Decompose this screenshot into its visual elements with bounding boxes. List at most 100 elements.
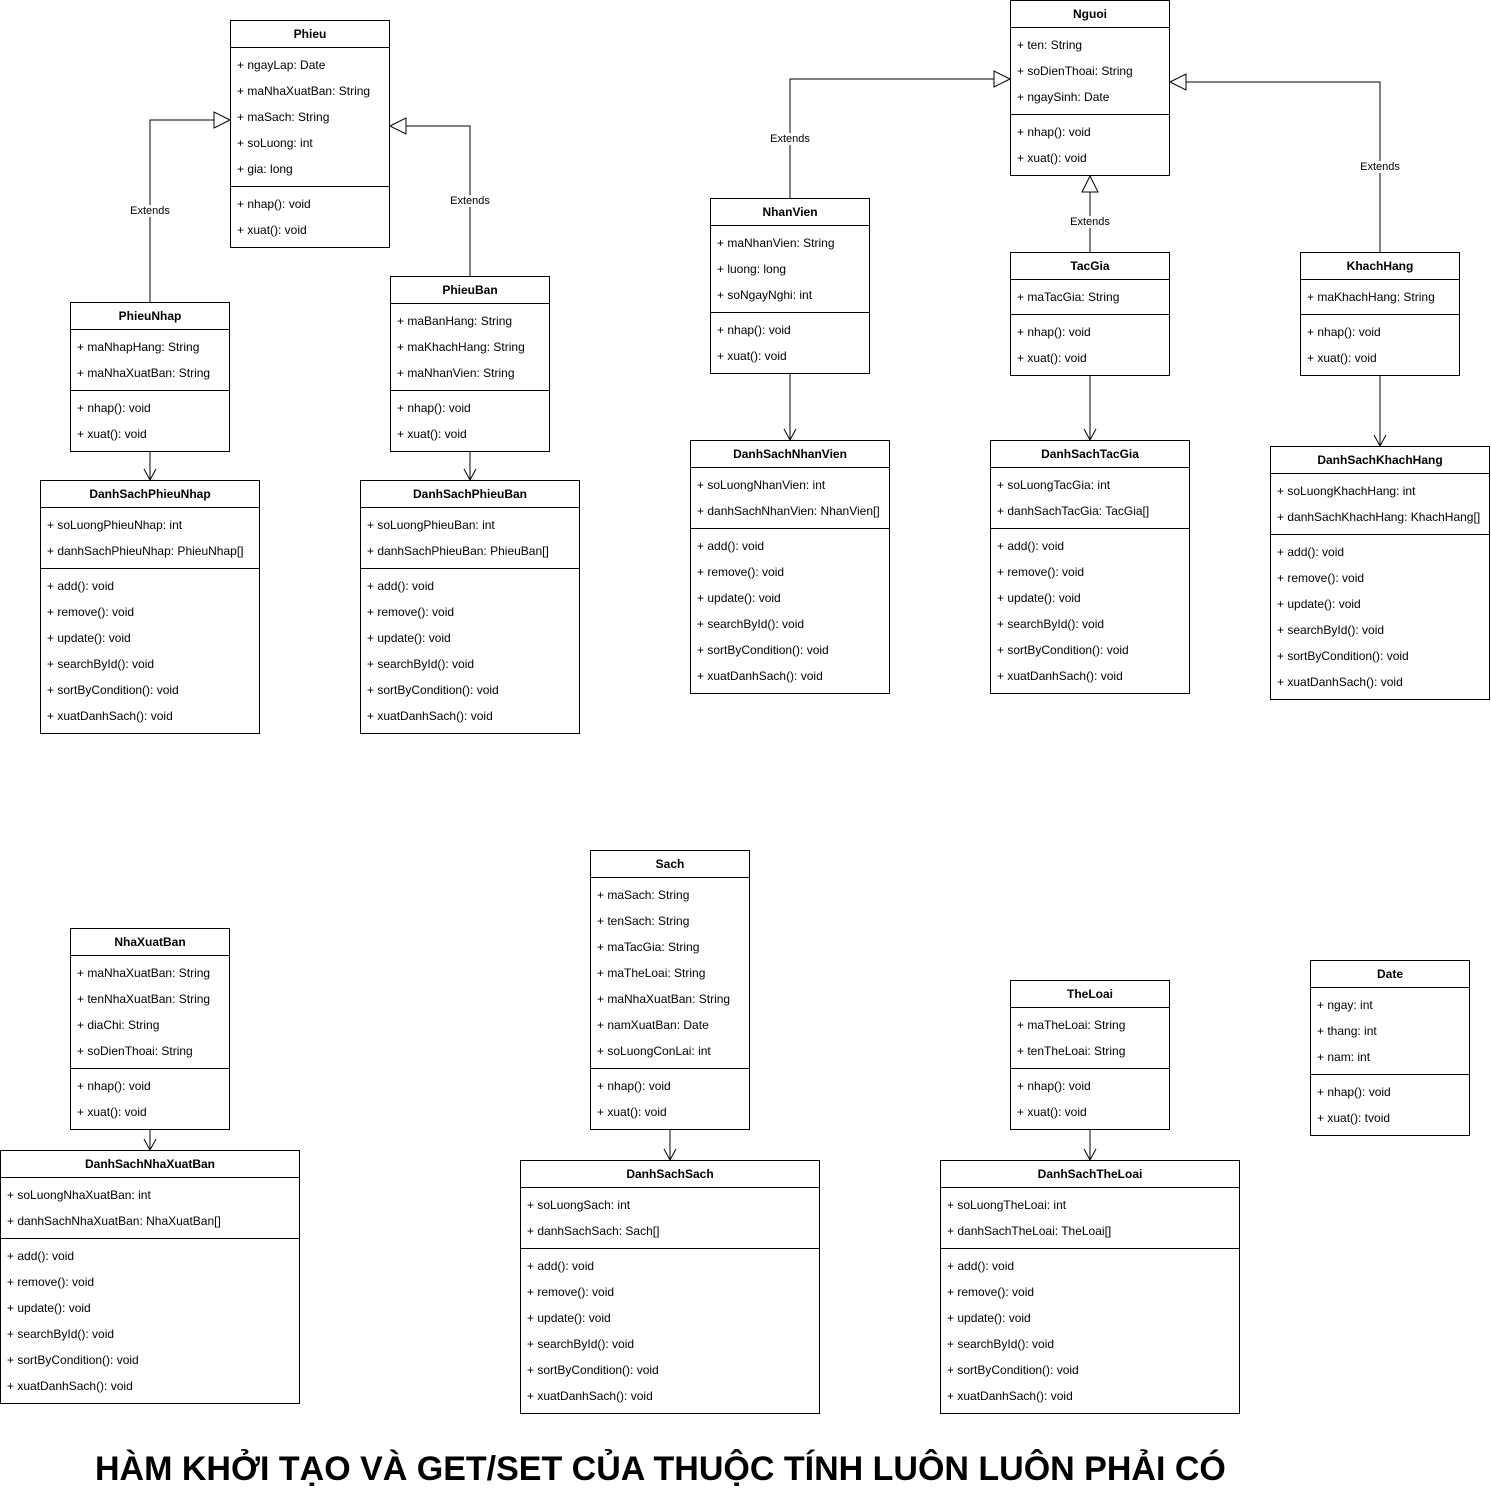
class-phieu: Phieu+ ngayLap: Date+ maNhaXuatBan: Stri… [230,20,390,248]
method: + xuat(): void [597,1105,667,1119]
attributes-section: + maNhanVien: String+ luong: long+ soNga… [711,226,869,312]
attribute: + ten: String [1017,38,1083,52]
method: + nhap(): void [1017,325,1091,339]
method: + searchById(): void [47,657,155,671]
attribute: + soLuongPhieuNhap: int [47,518,183,532]
method: + add(): void [947,1259,1015,1273]
methods-section: + nhap(): void+ xuat(): void [391,390,549,451]
methods-section: + add(): void+ remove(): void+ update():… [361,568,579,733]
attribute: + maTheLoai: String [597,966,706,980]
extends-phieu-nhap-phieu-line [149,119,214,302]
methods-section: + add(): void+ remove(): void+ update():… [991,528,1189,693]
extends-phieu-nhap-phieu-label: Extends [129,205,171,217]
method: + update(): void [367,631,451,645]
attribute: + tenSach: String [597,914,690,928]
method: + update(): void [47,631,131,645]
attribute: + namXuatBan: Date [597,1018,709,1032]
methods-section: + add(): void + remove(): void + update():… [1271,534,1489,699]
class-name: Phieu [231,21,389,48]
method: + update(): void [527,1311,611,1325]
attribute: + danhSachKhachHang: KhachHang[] [1277,510,1481,524]
method: + add(): void [367,579,435,593]
method: + nhap(): void [1017,1079,1091,1093]
method: + xuatDanhSach(): void [47,709,173,723]
class-danh-sach-khach-hang: DanhSachKhachHang+ soLuongKhachHang: int… [1270,446,1490,700]
method: + remove(): void [997,565,1085,579]
method: + xuatDanhSach(): void [367,709,493,723]
attribute: + maSach: String [597,888,690,902]
method: + xuat(): void [1017,151,1087,165]
methods-section: + nhap(): void+ xuat(): void [231,186,389,247]
method: + nhap(): void [597,1079,671,1093]
methods-section: + nhap(): void+ xuat(): void [1301,314,1459,375]
extends-nhan-vien-nguoi-label: Extends [769,132,811,145]
class-phieu-nhap: PhieuNhap+ maNhapHang: String+ maNhaXuat… [70,302,230,452]
methods-section: + nhap(): void+ xuat(): void [711,312,869,373]
attribute: + soLuongConLai: int [597,1044,711,1058]
method: + xuat(): void [237,223,307,237]
extends-phieu-ban-phieu-line [406,125,471,276]
attribute: + soDienThoai: String [77,1044,193,1058]
class-danh-sach-tac-gia: DanhSachTacGia+ soLuongTacGia: int+ danh… [990,440,1190,694]
class-name: DanhSachNhaXuatBan [1,1151,299,1178]
attribute: + soLuongTheLoai: int [947,1198,1067,1212]
extends-tac-gia-nguoi-label: Extends [1069,216,1111,228]
attributes-section: + soLuongNhanVien: int+ danhSachNhanVien… [691,468,889,528]
class-nguoi: Nguoi+ ten: String+ soDienThoai: String+… [1010,0,1170,176]
attribute: + soLuongNhanVien: int [697,478,826,492]
attribute: + maKhachHang: String [1307,290,1435,304]
class-tac-gia: TacGia+ maTacGia: String+ nhap(): void+ … [1010,252,1170,376]
method: + xuatDanhSach(): void [697,669,823,683]
attribute: + ngaySinh: Date [1017,90,1110,104]
method: + xuatDanhSach(): void [1277,675,1403,689]
attribute: + maNhaXuatBan: String [597,992,731,1006]
class-name: DanhSachSach [521,1161,819,1188]
attribute: + danhSachPhieuBan: PhieuBan[] [367,544,549,558]
extends-phieu-ban-phieu-arrowhead [388,117,407,135]
method: + xuat(): tvoid [1317,1111,1391,1125]
method: + xuat(): void [717,349,787,363]
method: + searchById(): void [7,1327,115,1341]
method: + sortByCondition(): void [7,1353,139,1367]
attribute: + tenTheLoai: String [1017,1044,1126,1058]
attributes-section: + maSach: String + tenSach: String + maTac… [591,878,749,1068]
method: + sortByCondition(): void [367,683,499,697]
attributes-section: + soLuongPhieuBan: int+ danhSachPhieuBan… [361,508,579,568]
class-name: DanhSachPhieuNhap [41,481,259,508]
class-danh-sach-phieu-nhap: DanhSachPhieuNhap+ soLuongPhieuNhap: int… [40,480,260,734]
attribute: + gia: long [237,162,293,176]
attribute: + maKhachHang: String [397,340,525,354]
method: + add(): void [1277,545,1345,559]
method: + xuatDanhSach(): void [947,1389,1073,1403]
class-name: NhaXuatBan [71,929,229,956]
attributes-section: + ngayLap: Date+ maNhaXuatBan: String+ m… [231,48,389,186]
methods-section: + add(): void+ remove(): void+ update():… [1,1238,299,1403]
attribute: + maTacGia: String [597,940,700,954]
attributes-section: + soLuongSach: int+ danhSachSach: Sach[] [521,1188,819,1248]
attribute: + maSach: String [237,110,330,124]
attribute: + maNhanVien: String [397,366,515,380]
attribute: + diaChi: String [77,1018,160,1032]
method: + xuat(): void [77,1105,147,1119]
method: + searchById(): void [997,617,1105,631]
class-sach: Sach+ maSach: String+ tenSach: String+ m… [590,850,750,1130]
class-name: PhieuNhap [71,303,229,330]
attribute: + soLuongNhaXuatBan: int [7,1188,151,1202]
class-name: TheLoai [1011,981,1169,1008]
attribute: + maNhaXuatBan: String [237,84,371,98]
class-name: PhieuBan [391,277,549,304]
attributes-section: + soLuongNhaXuatBan: int + danhSachNhaXua… [1,1178,299,1238]
attributes-section: + soLuongPhieuNhap: int+ danhSachPhieuNh… [41,508,259,568]
class-danh-sach-the-loai: DanhSachTheLoai+ soLuongTheLoai: int+ da… [940,1160,1240,1414]
attribute: + danhSachNhaXuatBan: NhaXuatBan[] [7,1214,221,1228]
constructor-getter-setter-note: HÀM KHỞI TẠO VÀ GET/SET CỦA THUỘC TÍNH L… [95,1450,1226,1488]
method: + sortByCondition(): void [947,1363,1079,1377]
extends-nhan-vien-nguoi-arrowhead [993,70,1012,88]
attribute: + soNgayNghi: int [717,288,813,302]
method: + xuatDanhSach(): void [527,1389,653,1403]
methods-section: + nhap(): void+ xuat(): void [1011,314,1169,375]
method: + update(): void [1277,597,1361,611]
method: + remove(): void [1277,571,1365,585]
methods-section: + nhap(): void+ xuat(): void [71,1068,229,1129]
class-name: Sach [591,851,749,878]
